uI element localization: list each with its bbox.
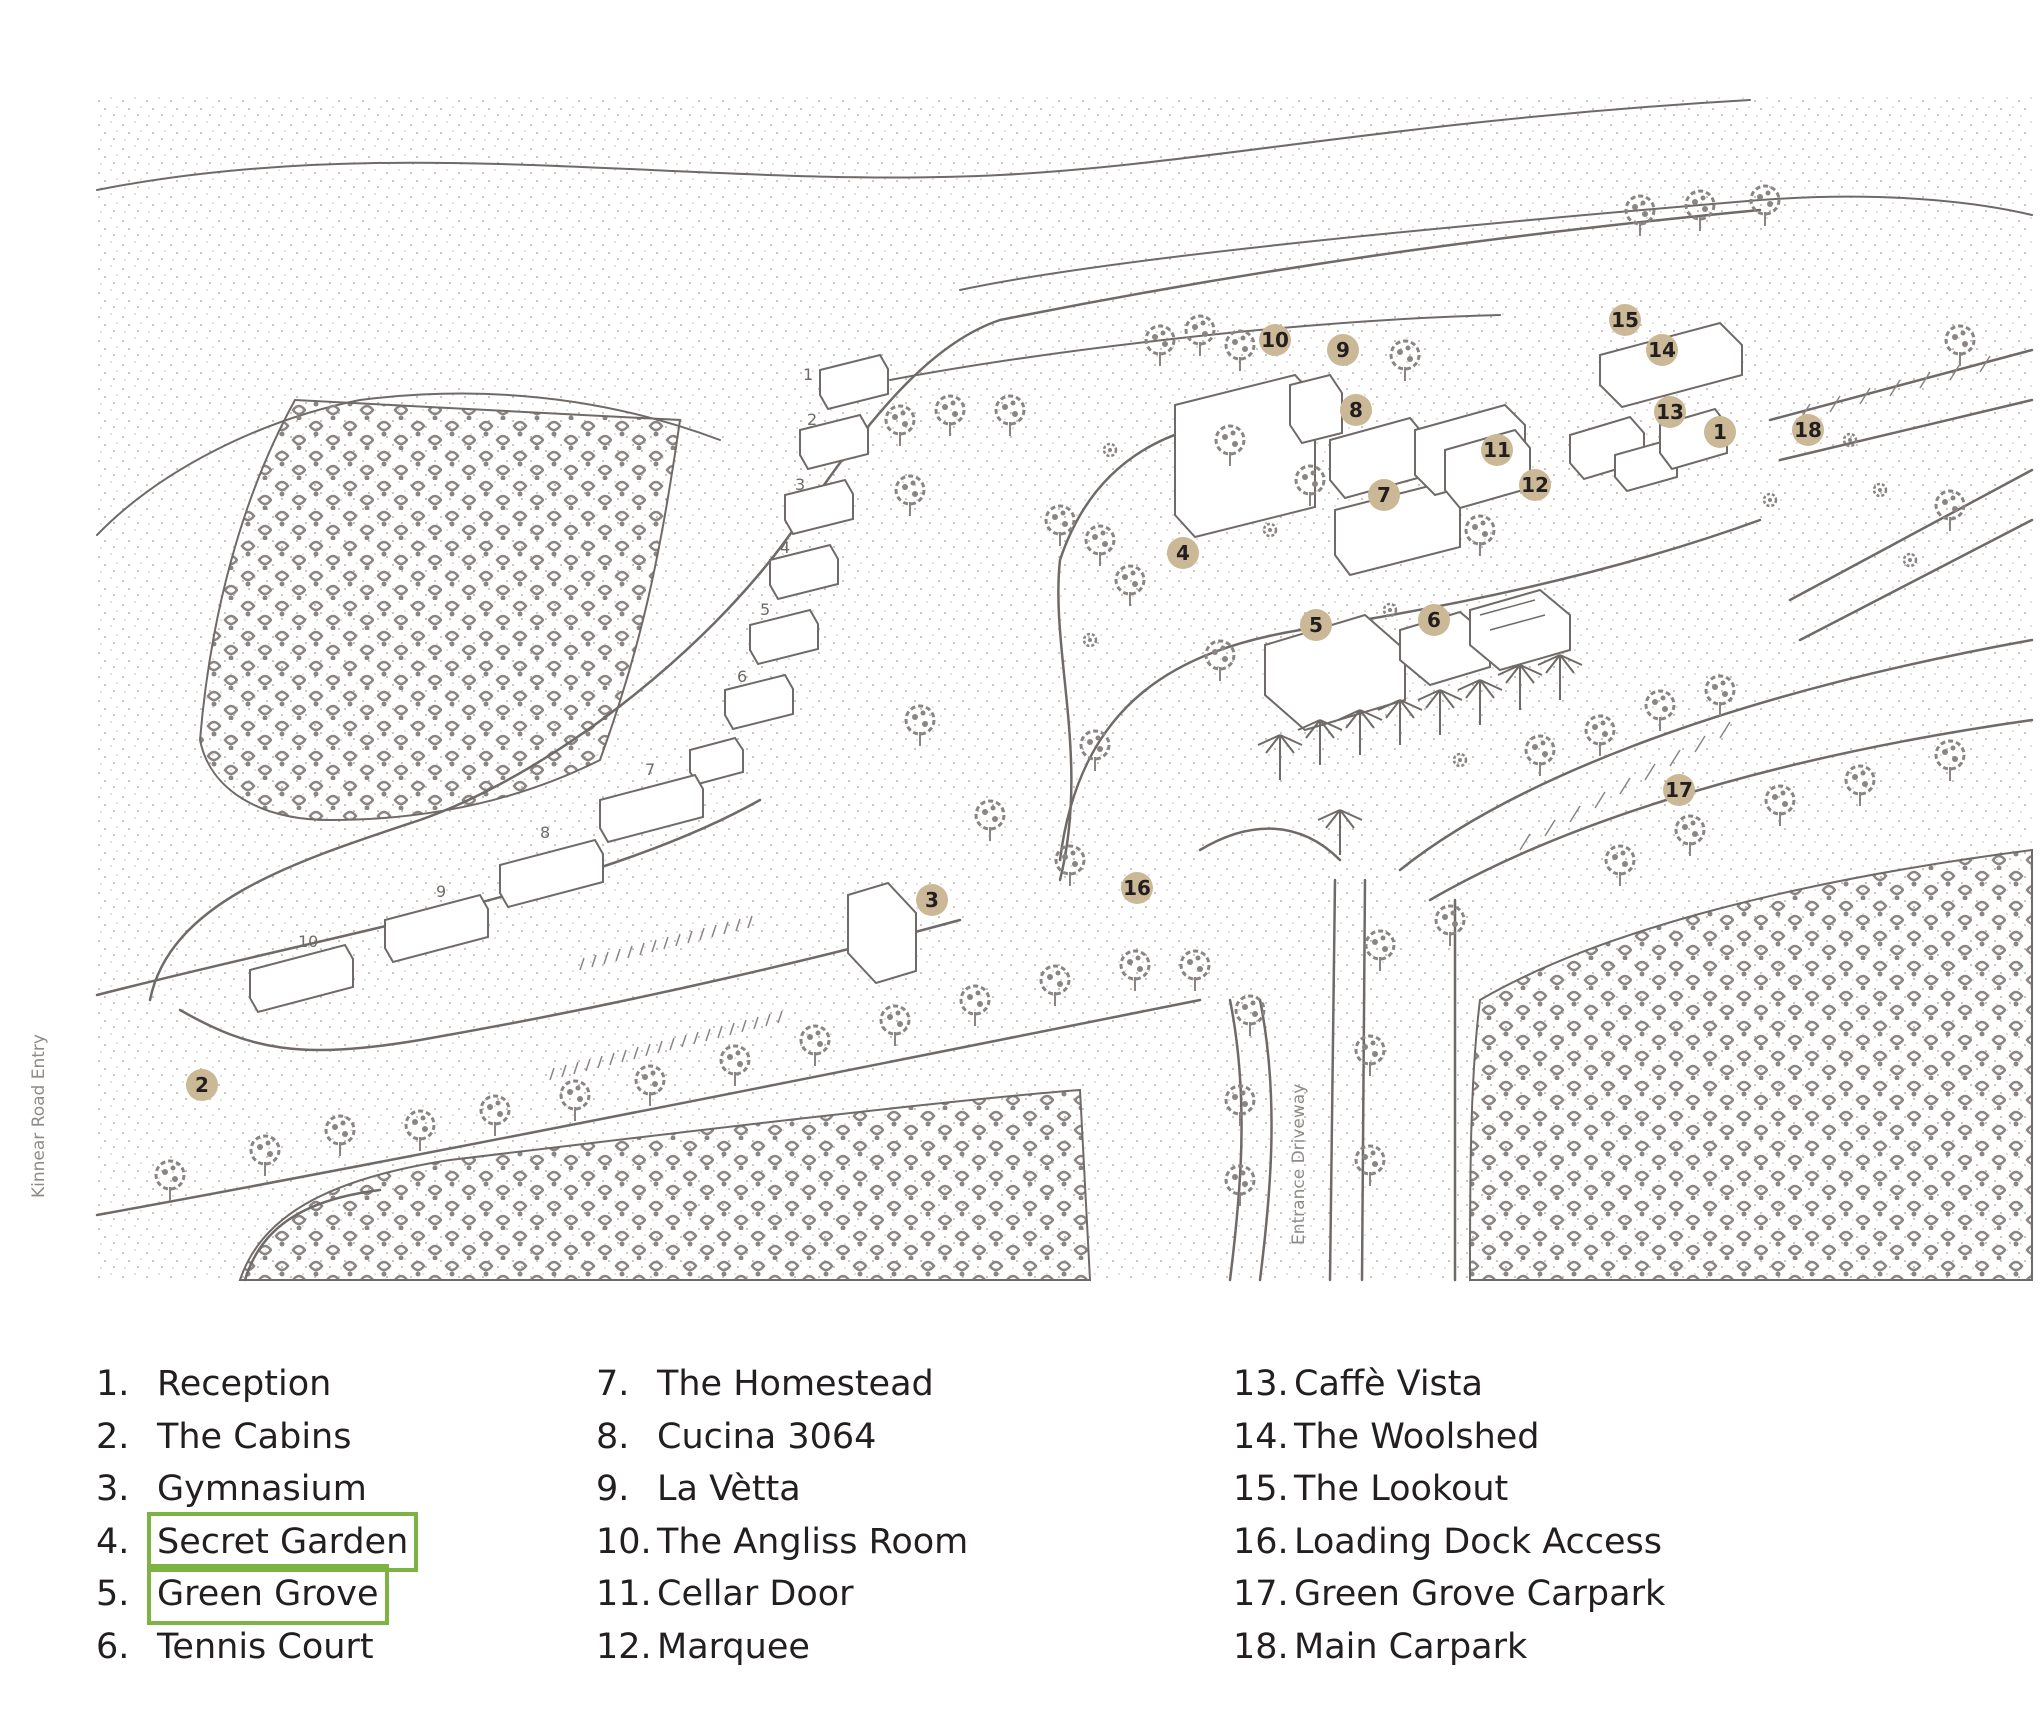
map-marker-9[interactable]: 9 xyxy=(1327,334,1359,366)
legend-label: Tennis Court xyxy=(157,1626,374,1667)
svg-text:5: 5 xyxy=(1309,613,1323,637)
map-marker-2[interactable]: 2 xyxy=(186,1069,218,1101)
legend-label: Green Grove Carpark xyxy=(1294,1574,1666,1614)
legend-number: 8. xyxy=(596,1416,630,1457)
svg-text:1: 1 xyxy=(1713,420,1727,444)
svg-text:6: 6 xyxy=(1427,608,1441,632)
map-marker-12[interactable]: 12 xyxy=(1519,469,1551,501)
map-marker-11[interactable]: 11 xyxy=(1481,434,1513,466)
legend-number: 6. xyxy=(96,1626,130,1667)
svg-text:8: 8 xyxy=(1349,398,1363,422)
cabin-number: 6 xyxy=(737,667,747,686)
legend-label: The Woolshed xyxy=(1294,1416,1540,1457)
legend-label: The Cabins xyxy=(157,1416,352,1457)
legend-number: 5. xyxy=(96,1574,130,1614)
kinnear-road-entry-label: Kinnear Road Entry xyxy=(29,1034,49,1198)
legend-label: The Homestead xyxy=(657,1364,934,1404)
svg-text:7: 7 xyxy=(1377,483,1391,507)
cabin-number: 1 xyxy=(803,365,813,384)
legend-number: 16. xyxy=(1233,1521,1289,1562)
svg-text:16: 16 xyxy=(1123,876,1151,900)
svg-text:12: 12 xyxy=(1521,473,1549,497)
map-marker-4[interactable]: 4 xyxy=(1167,537,1199,569)
legend-label: Loading Dock Access xyxy=(1294,1521,1663,1562)
map-marker-7[interactable]: 7 xyxy=(1368,479,1400,511)
svg-text:15: 15 xyxy=(1611,308,1639,332)
svg-text:9: 9 xyxy=(1336,338,1350,362)
svg-text:11: 11 xyxy=(1483,438,1511,462)
legend-label: Caffè Vista xyxy=(1294,1364,1483,1404)
legend-number: 9. xyxy=(596,1469,630,1509)
legend-number: 12. xyxy=(596,1626,652,1667)
svg-text:13: 13 xyxy=(1656,400,1684,424)
map-marker-16[interactable]: 16 xyxy=(1121,872,1153,904)
map-marker-17[interactable]: 17 xyxy=(1663,774,1695,806)
map-marker-15[interactable]: 15 xyxy=(1609,304,1641,336)
legend-number: 13. xyxy=(1233,1364,1289,1404)
legend-label-highlighted: Secret Garden xyxy=(146,1511,419,1572)
legend-number: 17. xyxy=(1233,1574,1289,1614)
map-marker-18[interactable]: 18 xyxy=(1792,414,1824,446)
legend-number: 15. xyxy=(1233,1469,1289,1509)
legend-label: Main Carpark xyxy=(1294,1626,1528,1667)
map-marker-14[interactable]: 14 xyxy=(1646,334,1678,366)
svg-text:17: 17 xyxy=(1665,778,1693,802)
map-marker-6[interactable]: 6 xyxy=(1418,604,1450,636)
legend-number: 1. xyxy=(96,1364,130,1404)
map-marker-10[interactable]: 10 xyxy=(1259,324,1291,356)
legend-number: 2. xyxy=(96,1416,130,1457)
site-map: 1 2 3 4 5 6 7 8 9 10 xyxy=(29,95,2034,1282)
legend-number: 14. xyxy=(1233,1416,1289,1457)
legend-number: 11. xyxy=(596,1574,652,1614)
legend-label: Cellar Door xyxy=(657,1574,854,1614)
legend-number: 4. xyxy=(96,1521,130,1562)
cabin-number: 7 xyxy=(645,760,655,779)
svg-text:2: 2 xyxy=(195,1073,209,1097)
cabin-number: 8 xyxy=(540,823,550,842)
svg-text:18: 18 xyxy=(1794,418,1822,442)
cabin-number: 2 xyxy=(807,410,817,429)
legend-number: 10. xyxy=(596,1521,652,1562)
cabin-number: 10 xyxy=(298,932,318,951)
legend-label-highlighted: Green Grove xyxy=(147,1564,389,1625)
map-marker-1[interactable]: 1 xyxy=(1704,416,1736,448)
cabin-number: 4 xyxy=(780,538,790,557)
legend-label: Reception xyxy=(157,1364,332,1404)
svg-text:14: 14 xyxy=(1648,338,1676,362)
cabin-number: 3 xyxy=(795,475,805,494)
svg-text:4: 4 xyxy=(1176,541,1190,565)
map-marker-8[interactable]: 8 xyxy=(1340,394,1372,426)
legend-number: 18. xyxy=(1233,1626,1289,1667)
legend-label: La Vètta xyxy=(657,1469,801,1509)
svg-text:3: 3 xyxy=(925,888,939,912)
legend-number: 7. xyxy=(596,1364,630,1404)
legend-label: Marquee xyxy=(657,1626,810,1667)
legend-number: 3. xyxy=(96,1469,130,1509)
svg-text:10: 10 xyxy=(1261,328,1289,352)
map-marker-5[interactable]: 5 xyxy=(1300,609,1332,641)
map-marker-13[interactable]: 13 xyxy=(1654,396,1686,428)
entrance-driveway-label: Entrance Driveway xyxy=(1289,1084,1309,1245)
map-marker-3[interactable]: 3 xyxy=(916,884,948,916)
cabin-number: 5 xyxy=(760,600,770,619)
legend-label: Gymnasium xyxy=(157,1469,367,1509)
legend-label: Cucina 3064 xyxy=(657,1416,877,1457)
legend-label: The Angliss Room xyxy=(657,1521,969,1562)
cabin-number: 9 xyxy=(436,882,446,901)
legend-label: The Lookout xyxy=(1294,1469,1509,1509)
